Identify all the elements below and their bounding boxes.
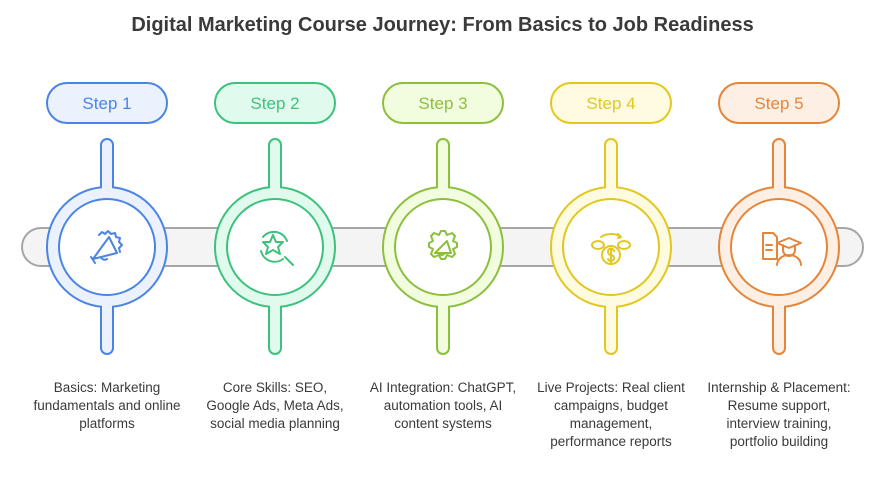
step-label: Step 3 xyxy=(418,94,467,113)
step-1: Step 1 xyxy=(46,82,168,355)
graduate-resume-icon xyxy=(762,232,802,266)
step-inner-circle xyxy=(226,198,324,296)
step-description: AI Integration: ChatGPT, automation tool… xyxy=(369,380,517,431)
step-label: Step 2 xyxy=(250,94,299,113)
step-pill xyxy=(214,82,336,124)
step-description: Basics: Marketing fundamentals and onlin… xyxy=(33,380,181,431)
step-description: Core Skills: SEO, Google Ads, Meta Ads, … xyxy=(206,380,344,431)
step-inner-circle xyxy=(730,198,828,296)
step-description: Live Projects: Real client campaigns, bu… xyxy=(537,380,685,449)
step-inner-circle xyxy=(58,198,156,296)
step-description: Internship & Placement: Resume support, … xyxy=(707,380,851,449)
gear-megaphone-icon xyxy=(428,230,458,260)
step-inner-circle xyxy=(394,198,492,296)
money-cycle-icon xyxy=(591,233,631,265)
step-label: Step 5 xyxy=(754,94,803,113)
star-search-icon xyxy=(260,230,294,266)
step-label: Step 1 xyxy=(82,94,131,113)
step-pill xyxy=(550,82,672,124)
step-pill xyxy=(382,82,504,124)
page-title: Digital Marketing Course Journey: From B… xyxy=(131,14,754,36)
step-pill xyxy=(718,82,840,124)
step-3: Step 3 xyxy=(382,82,504,355)
megaphone-icon xyxy=(90,230,123,264)
step-label: Step 4 xyxy=(586,94,635,113)
step-5: Step 5 xyxy=(718,82,840,355)
step-4: Step 4 xyxy=(550,82,672,355)
step-2: Step 2 xyxy=(214,82,336,355)
step-pill xyxy=(46,82,168,124)
